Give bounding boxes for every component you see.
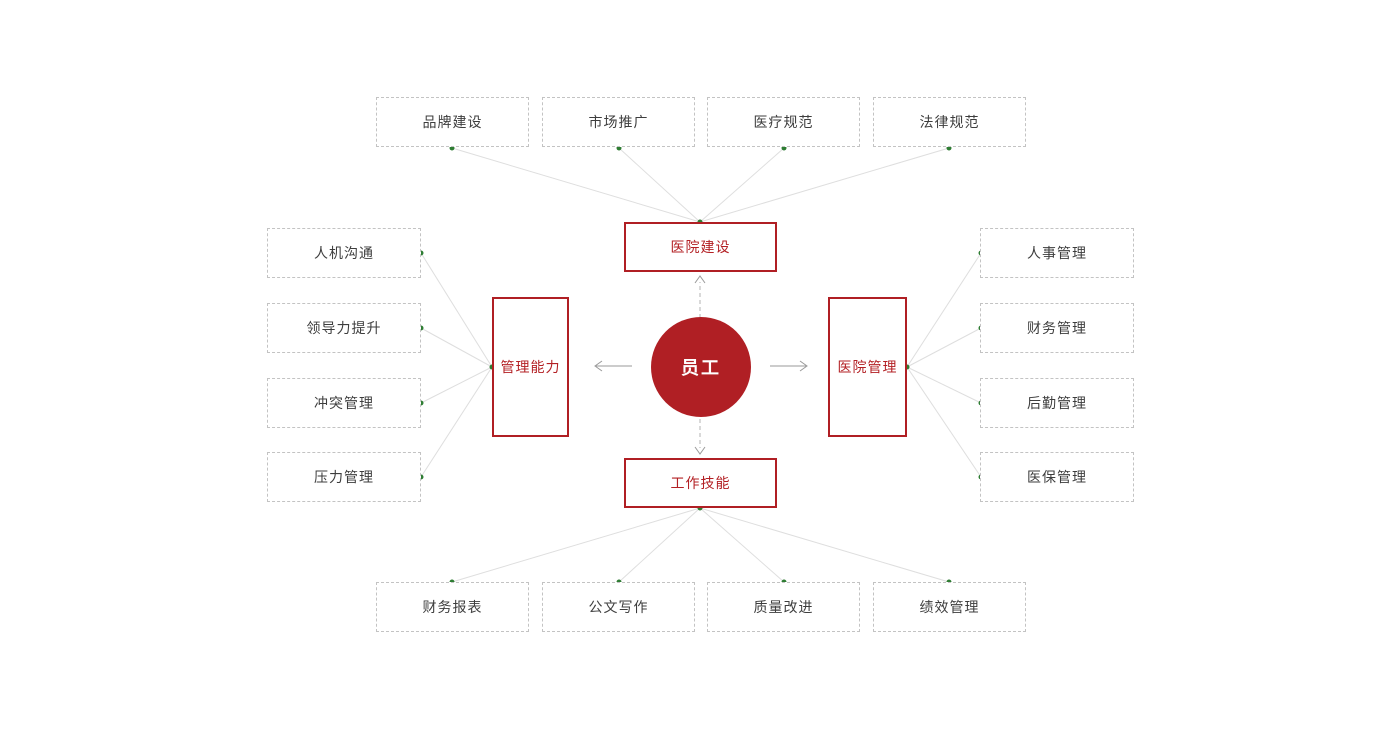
leaf-label: 法律规范 bbox=[919, 114, 980, 130]
leaf-label: 后勤管理 bbox=[1027, 395, 1087, 411]
leaf-label: 财务管理 bbox=[1027, 320, 1087, 336]
leaf-stress-management: 压力管理 bbox=[267, 452, 421, 502]
leaf-performance-management: 绩效管理 bbox=[873, 582, 1026, 632]
leaf-label: 公文写作 bbox=[588, 599, 649, 615]
fan-lines-right bbox=[906, 252, 982, 478]
leaf-logistics-management: 后勤管理 bbox=[980, 378, 1134, 428]
leaf-personnel-management: 人事管理 bbox=[980, 228, 1134, 278]
category-label: 医院管理 bbox=[837, 359, 898, 375]
leaf-conflict-management: 冲突管理 bbox=[267, 378, 421, 428]
leaf-legal-standards: 法律规范 bbox=[873, 97, 1026, 147]
leaf-financial-statements: 财务报表 bbox=[376, 582, 529, 632]
leaf-medical-insurance-management: 医保管理 bbox=[980, 452, 1134, 502]
center-node-employee: 员工 bbox=[651, 317, 751, 417]
fan-lines-top bbox=[451, 147, 950, 223]
category-label: 工作技能 bbox=[670, 475, 731, 491]
leaf-label: 领导力提升 bbox=[306, 320, 382, 336]
category-hospital-construction: 医院建设 bbox=[624, 222, 777, 272]
leaf-quality-improvement: 质量改进 bbox=[707, 582, 860, 632]
leaf-brand-building: 品牌建设 bbox=[376, 97, 529, 147]
category-label: 管理能力 bbox=[500, 359, 561, 375]
leaf-document-writing: 公文写作 bbox=[542, 582, 695, 632]
leaf-label: 医疗规范 bbox=[753, 114, 814, 130]
leaf-leadership-improvement: 领导力提升 bbox=[267, 303, 421, 353]
leaf-label: 冲突管理 bbox=[314, 395, 374, 411]
arrow-up-icon bbox=[694, 275, 706, 318]
leaf-label: 市场推广 bbox=[588, 114, 649, 130]
fan-lines-bottom bbox=[451, 507, 950, 583]
leaf-label: 压力管理 bbox=[314, 469, 374, 485]
leaf-label: 质量改进 bbox=[753, 599, 814, 615]
leaf-label: 绩效管理 bbox=[919, 599, 980, 615]
arrow-right-icon bbox=[770, 360, 808, 372]
category-work-skills: 工作技能 bbox=[624, 458, 777, 508]
leaf-label: 品牌建设 bbox=[422, 114, 483, 130]
leaf-label: 财务报表 bbox=[422, 599, 483, 615]
leaf-label: 人事管理 bbox=[1027, 245, 1087, 261]
arrow-left-icon bbox=[594, 360, 632, 372]
category-hospital-management: 医院管理 bbox=[828, 297, 907, 437]
leaf-financial-management: 财务管理 bbox=[980, 303, 1134, 353]
leaf-label: 医保管理 bbox=[1027, 469, 1087, 485]
fan-lines-left bbox=[420, 252, 493, 478]
leaf-label: 人机沟通 bbox=[314, 245, 374, 261]
center-label: 员工 bbox=[681, 358, 721, 378]
category-label: 医院建设 bbox=[670, 239, 731, 255]
category-management-ability: 管理能力 bbox=[492, 297, 569, 437]
leaf-market-promotion: 市场推广 bbox=[542, 97, 695, 147]
arrow-down-icon bbox=[694, 419, 706, 455]
leaf-medical-standards: 医疗规范 bbox=[707, 97, 860, 147]
leaf-interpersonal-communication: 人机沟通 bbox=[267, 228, 421, 278]
